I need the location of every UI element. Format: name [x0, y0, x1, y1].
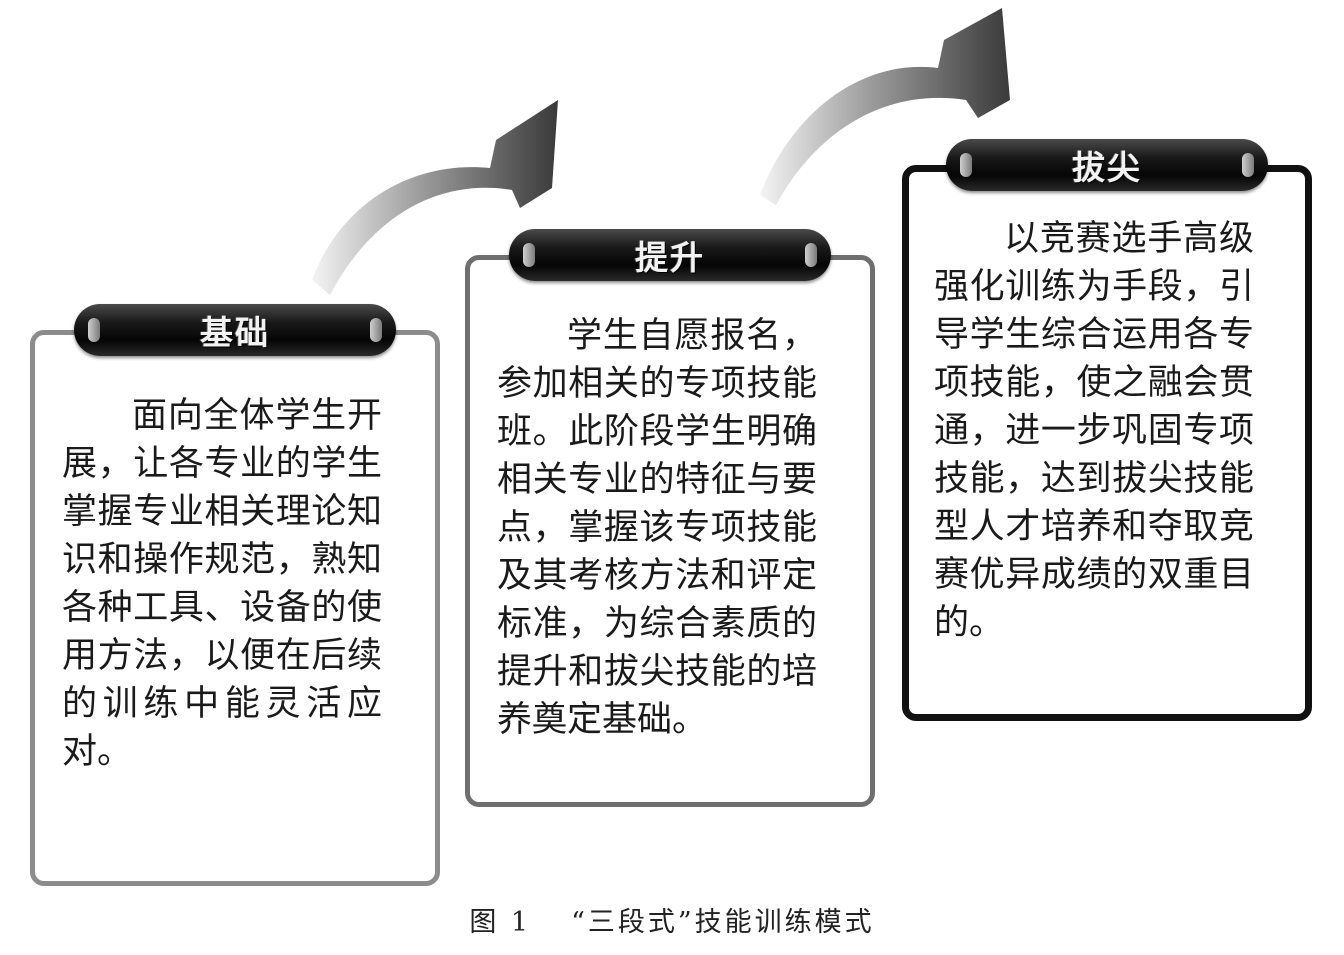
figure-caption: 图 1 “三段式”技能训练模式 [0, 900, 1344, 939]
stage-description: 面向全体学生开展，让各专业的学生掌握专业相关理论知识和操作规范，熟知各种工具、设… [62, 396, 382, 772]
stage-title: 拔尖 [1072, 148, 1142, 187]
arrow-1-icon [312, 100, 558, 295]
arrow-2-icon [760, 8, 1010, 205]
figure-title: “三段式”技能训练模式 [571, 907, 875, 938]
stage-card-improvement: 提升 学生自愿报名，参加相关的专项技能班。此阶段学生明确相关专业的特征与要点，掌… [465, 229, 875, 807]
stage-description: 学生自愿报名，参加相关的专项技能班。此阶段学生明确相关专业的特征与要点，掌握该专… [497, 316, 817, 740]
stage-title-banner: 拔尖 [946, 139, 1268, 191]
stage-card-top-talent: 拔尖 以竞赛选手高级强化训练为手段，引导学生综合运用各专项技能，使之融会贯通，进… [902, 139, 1312, 721]
stage-title-banner: 提升 [509, 229, 831, 281]
stage-title-banner: 基础 [74, 304, 396, 356]
stage-card-foundation: 基础 面向全体学生开展，让各专业的学生掌握专业相关理论知识和操作规范，熟知各种工… [30, 304, 440, 886]
stage-title: 提升 [635, 238, 705, 277]
stage-description: 以竞赛选手高级强化训练为手段，引导学生综合运用各专项技能，使之融会贯通，进一步巩… [934, 219, 1254, 643]
stage-title: 基础 [200, 313, 270, 352]
figure-number: 图 1 [469, 907, 532, 938]
